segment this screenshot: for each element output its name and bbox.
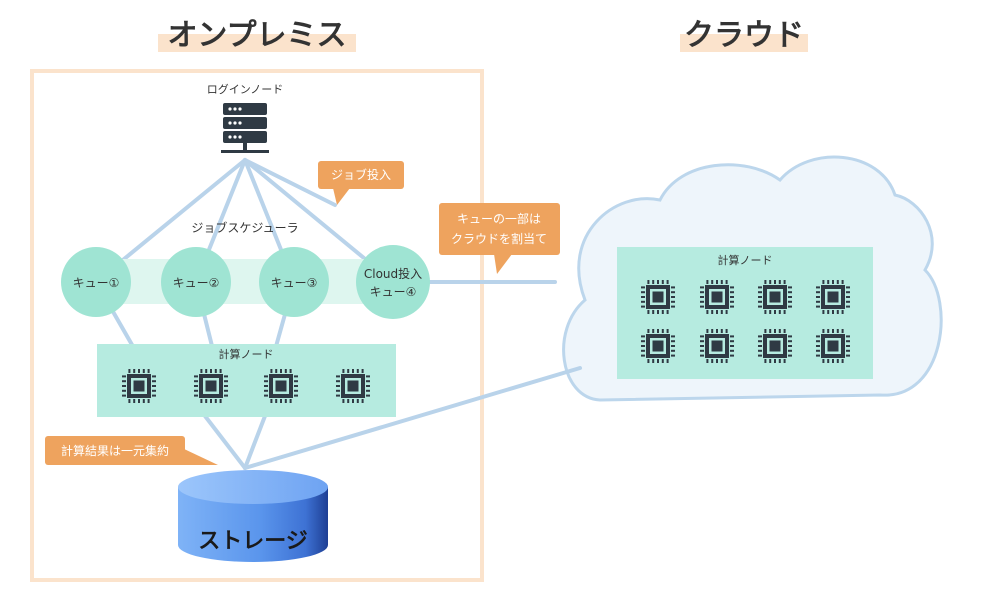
cloud-title-highlight — [680, 34, 808, 52]
cpu-chip-icon — [264, 369, 298, 403]
cpu-chip-icon — [194, 369, 228, 403]
result-aggregation-callout: 計算結果は一元集約 — [45, 436, 218, 465]
job-submit-callout: ジョブ投入 — [318, 161, 404, 205]
queue-1-label: キュー① — [73, 276, 120, 290]
storage-label: ストレージ — [198, 529, 308, 554]
onprem-title-text: オンプレミス — [167, 18, 346, 53]
job-scheduler-label: ジョブスケジューラ — [191, 220, 298, 235]
cloud-allocation-line2: クラウドを割当て — [451, 231, 547, 246]
queue-3-label: キュー③ — [271, 276, 318, 290]
line-compute-storage-b — [243, 414, 267, 470]
cloud-allocation-line1: キューの一部は — [457, 211, 541, 226]
cpu-chip-icon — [758, 280, 792, 314]
queue-4-label-line2: キュー④ — [370, 285, 417, 299]
onprem-title: オンプレミス — [158, 18, 356, 53]
cpu-chip-icon — [122, 369, 156, 403]
onprem-boundary — [30, 69, 484, 582]
cpu-chip-icon — [816, 280, 850, 314]
cloud-title: クラウド — [680, 18, 808, 53]
line-login-job-callout — [243, 158, 337, 207]
cloud-allocation-callout: キューの一部は クラウドを割当て — [439, 203, 560, 274]
job-submit-text: ジョブ投入 — [331, 167, 391, 182]
login-node-label: ログインノード — [207, 82, 283, 96]
scheduler-band — [100, 259, 390, 304]
cpu-chip-icon — [816, 329, 850, 363]
cpu-chip-icon — [700, 280, 734, 314]
database-cylinder-icon: ストレージ — [178, 470, 328, 562]
queue-4: Cloud投入 キュー④ — [356, 245, 430, 319]
cpu-chip-icon — [336, 369, 370, 403]
cpu-chip-icon — [641, 329, 675, 363]
cpu-chip-icon — [758, 329, 792, 363]
queue-2-label: キュー② — [173, 276, 220, 290]
cpu-chip-icon — [641, 280, 675, 314]
queue-4-label-line1: Cloud投入 — [364, 266, 422, 281]
cloud-compute-label: 計算ノード — [718, 253, 773, 267]
onprem-title-highlight — [158, 34, 356, 52]
cpu-chip-icon — [700, 329, 734, 363]
line-compute-storage-a — [203, 414, 247, 470]
cloud-chip-group — [641, 280, 850, 363]
cloud-title-text: クラウド — [684, 18, 804, 53]
onprem-chip-group — [122, 369, 370, 403]
server-rack-icon — [221, 103, 269, 153]
queue-2: キュー② — [161, 247, 231, 317]
queue-1: キュー① — [61, 247, 131, 317]
result-aggregation-text: 計算結果は一元集約 — [61, 443, 169, 458]
line-cloud-storage — [243, 366, 582, 470]
queue-3: キュー③ — [259, 247, 329, 317]
onprem-compute-label: 計算ノード — [219, 347, 274, 361]
